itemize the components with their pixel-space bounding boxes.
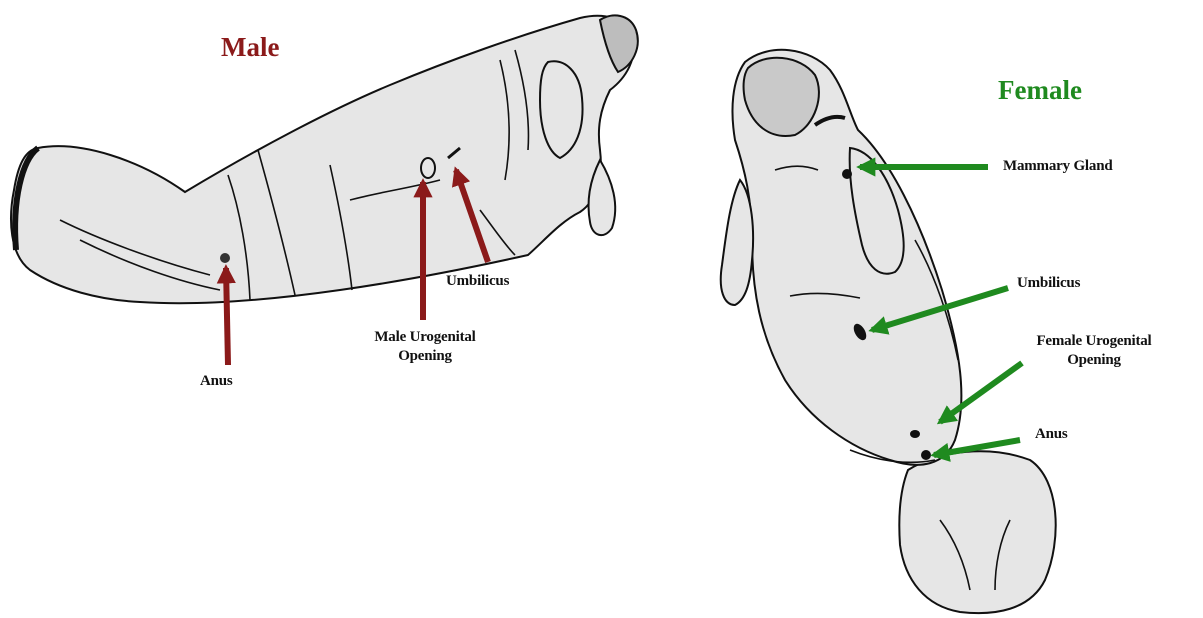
female-umbilicus-label: Umbilicus (1017, 274, 1080, 293)
female-anus-label: Anus (1035, 425, 1068, 444)
female-anus-marker (921, 450, 931, 460)
male-anus-marker (220, 253, 230, 263)
male-body-outline (11, 16, 634, 303)
female-urogenital-label: Female Urogenital Opening (1024, 332, 1164, 370)
female-manatee-illustration (721, 50, 1056, 613)
male-urogenital-label-line2: Opening (355, 347, 495, 366)
male-urogenital-label: Male Urogenital Opening (355, 328, 495, 366)
female-urogenital-marker (910, 430, 920, 438)
female-title: Female (998, 75, 1082, 106)
female-mammary-marker (842, 169, 852, 179)
female-urogenital-label-line1: Female Urogenital (1024, 332, 1164, 351)
female-mammary-label: Mammary Gland (1003, 157, 1112, 176)
male-anus-arrow (226, 268, 228, 365)
female-left-flipper (721, 180, 753, 305)
female-tail (899, 451, 1055, 613)
male-manatee-illustration (11, 15, 638, 303)
male-umbilicus-label: Umbilicus (446, 272, 509, 291)
male-title: Male (221, 32, 279, 63)
male-anus-label: Anus (200, 372, 233, 391)
male-urogenital-label-line1: Male Urogenital (355, 328, 495, 347)
female-urogenital-label-line2: Opening (1024, 351, 1164, 370)
